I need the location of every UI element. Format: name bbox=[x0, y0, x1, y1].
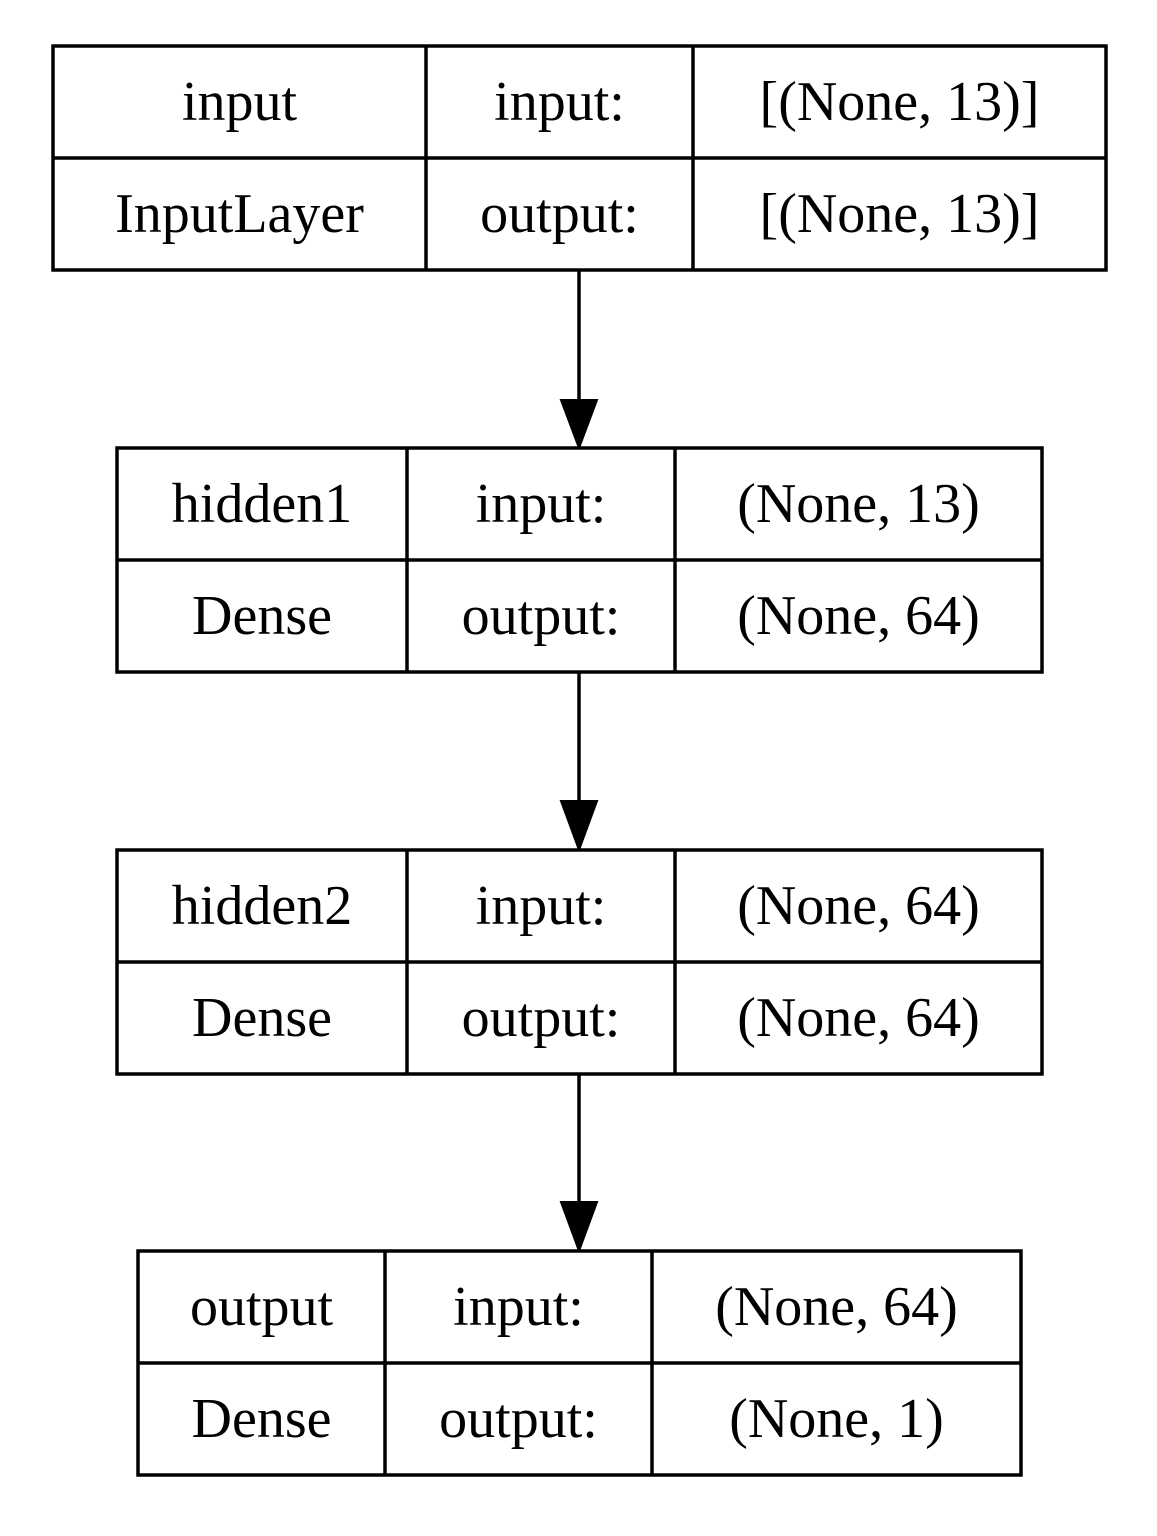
edge-input-to-hidden1 bbox=[559, 270, 599, 451]
layer-node-hidden2: hidden2 Dense input: output: (None, 64) … bbox=[115, 848, 1044, 1076]
output-label: output: bbox=[462, 585, 621, 647]
output-label: output: bbox=[439, 1388, 598, 1450]
layer-type: Dense bbox=[192, 987, 332, 1049]
layer-node-input: input InputLayer input: output: [(None, … bbox=[51, 44, 1108, 272]
output-label: output: bbox=[480, 183, 639, 245]
output-shape: (None, 64) bbox=[737, 987, 980, 1049]
layer-name: input bbox=[182, 71, 298, 133]
input-label: input: bbox=[494, 71, 625, 133]
output-shape: [(None, 13)] bbox=[760, 183, 1040, 245]
layer-node-output: output Dense input: output: (None, 64) (… bbox=[136, 1249, 1023, 1477]
edge-hidden2-to-output bbox=[559, 1074, 599, 1254]
layer-type: Dense bbox=[192, 585, 332, 647]
output-shape: (None, 64) bbox=[737, 585, 980, 647]
input-shape: (None, 13) bbox=[737, 473, 980, 535]
layer-name: output bbox=[190, 1276, 334, 1338]
input-label: input: bbox=[476, 473, 607, 535]
layer-name: hidden1 bbox=[172, 473, 352, 535]
input-shape: (None, 64) bbox=[737, 875, 980, 937]
input-label: input: bbox=[476, 875, 607, 937]
edge-hidden1-to-hidden2 bbox=[559, 672, 599, 853]
layer-type: InputLayer bbox=[115, 183, 364, 245]
input-shape: (None, 64) bbox=[715, 1276, 958, 1338]
input-label: input: bbox=[453, 1276, 584, 1338]
output-shape: (None, 1) bbox=[729, 1388, 944, 1450]
input-shape: [(None, 13)] bbox=[760, 71, 1040, 133]
layer-node-hidden1: hidden1 Dense input: output: (None, 13) … bbox=[115, 446, 1044, 674]
output-label: output: bbox=[462, 987, 621, 1049]
layer-type: Dense bbox=[192, 1388, 332, 1450]
layer-name: hidden2 bbox=[172, 875, 352, 937]
